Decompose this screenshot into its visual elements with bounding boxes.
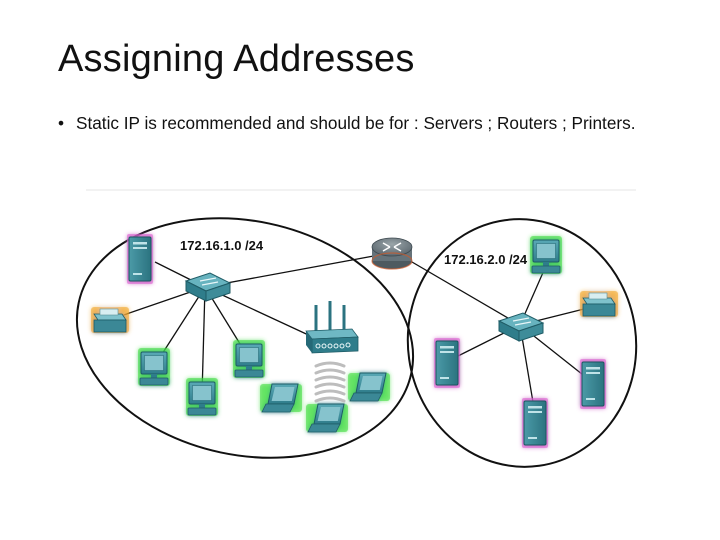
laptop-icon	[306, 403, 348, 433]
bullet-item: • Static IP is recommended and should be…	[58, 113, 698, 134]
access-point-icon	[305, 301, 359, 354]
pc-icon	[233, 340, 265, 378]
printer-icon	[91, 307, 129, 333]
laptop-icon	[260, 383, 302, 413]
bullet-marker: •	[58, 113, 65, 133]
slide-title: Assigning Addresses	[58, 38, 415, 80]
left-network-label: 172.16.1.0 /24	[180, 238, 264, 253]
wifi-signal-icon	[314, 361, 346, 403]
right-network-links	[399, 254, 593, 421]
server-icon	[580, 359, 606, 409]
router-icon	[371, 237, 413, 270]
pc-icon	[530, 236, 562, 274]
bullet-text: Static IP is recommended and should be f…	[76, 113, 636, 133]
printer-icon	[580, 291, 618, 317]
right-network-label: 172.16.2.0 /24	[444, 252, 528, 267]
server-icon	[434, 338, 460, 388]
server-icon	[127, 234, 153, 284]
left-switch-icon	[185, 272, 231, 302]
right-network-boundary	[406, 218, 638, 468]
left-network-boundary	[75, 217, 415, 459]
server-icon	[522, 398, 548, 448]
pc-icon	[138, 348, 170, 386]
laptop-icon	[348, 372, 390, 402]
pc-icon	[186, 378, 218, 416]
